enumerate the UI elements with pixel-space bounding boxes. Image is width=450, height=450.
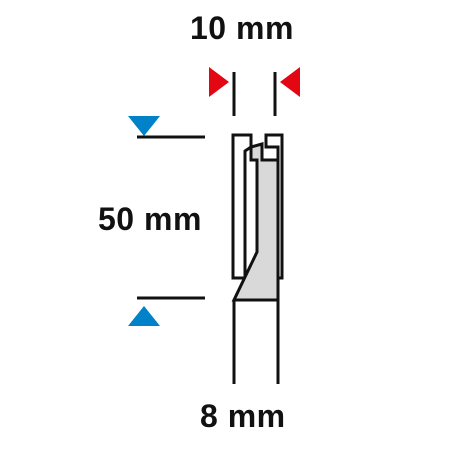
shank-diameter-label: 8 mm [200,398,286,434]
width-marker-left-icon [209,67,229,97]
cutter-blade-left [231,133,253,280]
length-marker-top-icon [128,116,160,136]
cutting-diameter-label: 10 mm [190,10,294,46]
width-marker-right-icon [280,67,300,97]
cutting-length-label: 50 mm [98,201,202,237]
cutter-flute [231,142,280,302]
length-marker-bottom-icon [128,306,160,326]
